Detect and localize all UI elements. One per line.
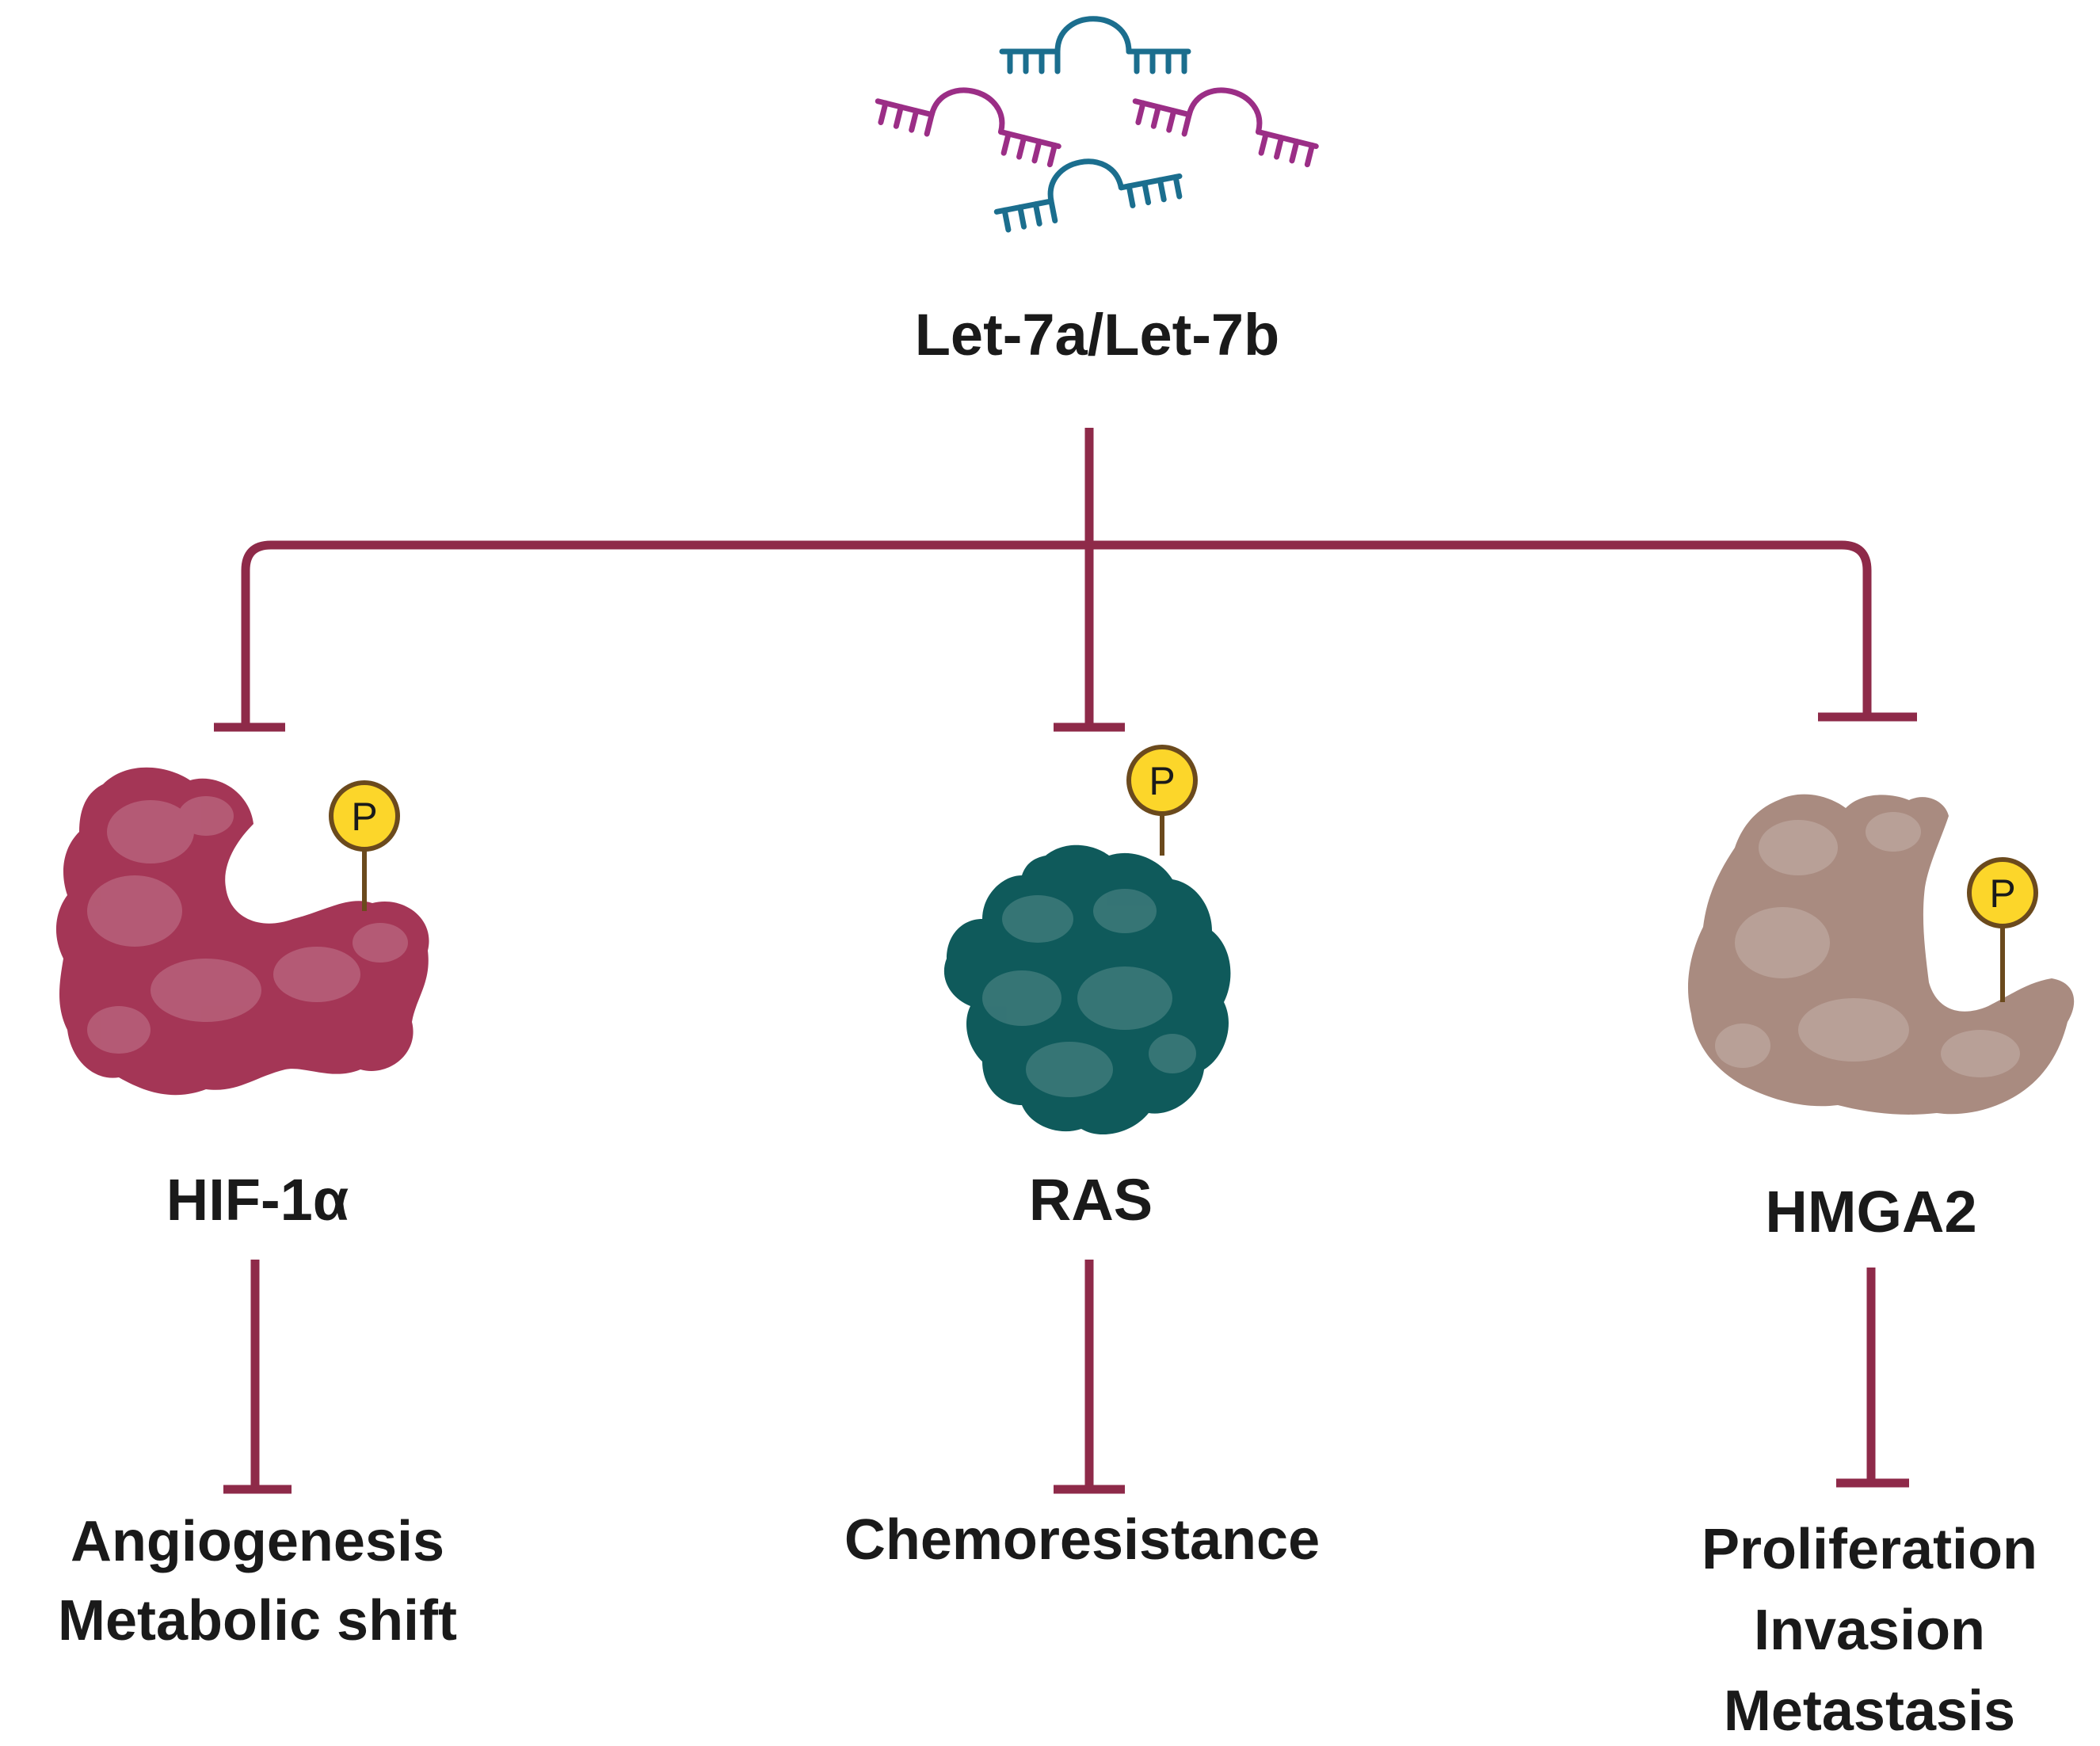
hif-phospho-label: P — [351, 795, 377, 839]
hmga2-protein-shape — [1687, 794, 2075, 1115]
hmga2-phospho-circle — [1967, 857, 2038, 928]
hmga2-phospho-label: P — [1989, 871, 2015, 916]
mirna-icon-right — [1132, 87, 1319, 168]
hif-outcome-1: Angiogenesis — [71, 1510, 444, 1573]
hif-phospho-circle — [329, 780, 400, 852]
hif-outcome-2: Metabolic shift — [58, 1589, 457, 1653]
hif-label: HIF-1α — [166, 1167, 349, 1233]
ras-protein: P — [943, 745, 1231, 1135]
ras-phospho-circle — [1126, 745, 1198, 816]
hmga2-outcome-2: Invasion — [1754, 1599, 1985, 1662]
mirna-icon-bottom — [993, 158, 1183, 233]
hmga2-outcome-1: Proliferation — [1702, 1518, 2037, 1581]
ras-phospho-label: P — [1149, 759, 1175, 803]
mirna-icon-left — [875, 87, 1061, 168]
ras-protein-shape — [943, 844, 1231, 1135]
hif-protein-shape — [55, 767, 429, 1096]
ras-texture — [982, 889, 1196, 1097]
mirna-label: Let-7a/Let-7b — [915, 302, 1280, 368]
hmga2-texture — [1715, 812, 2020, 1077]
hif-texture — [87, 796, 408, 1054]
mirna-cluster — [875, 16, 1319, 233]
hif-protein: P — [55, 767, 429, 1096]
hmga2-outcome-3: Metastasis — [1724, 1679, 2015, 1743]
ras-outcome-1: Chemoresistance — [844, 1508, 1320, 1572]
hmga2-protein: P — [1687, 794, 2075, 1115]
hmga2-label: HMGA2 — [1765, 1179, 1976, 1245]
ras-label: RAS — [1029, 1167, 1153, 1233]
mirna-icon-top — [999, 16, 1191, 74]
branch-bar — [241, 540, 1872, 725]
inhibition-tree — [214, 428, 1917, 1494]
